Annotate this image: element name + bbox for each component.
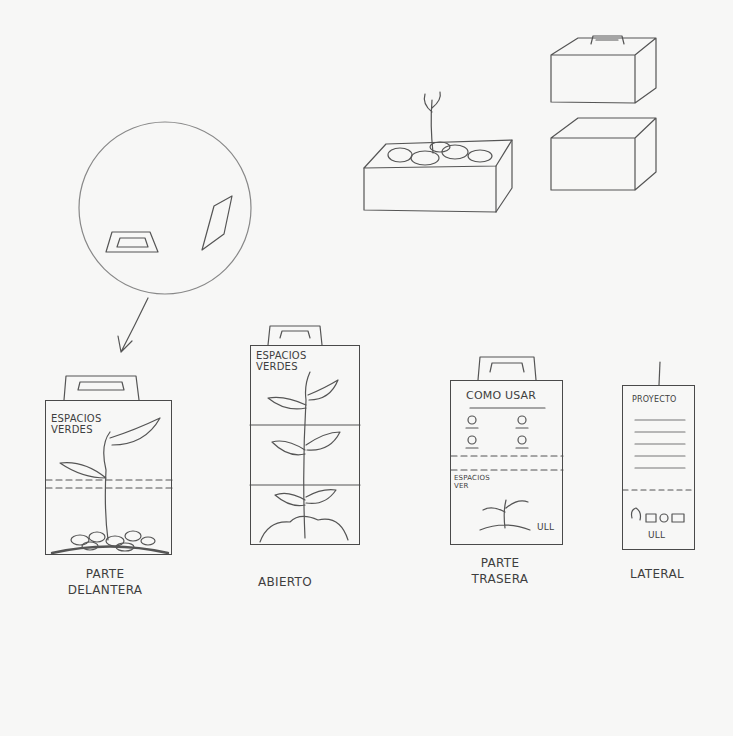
pointer-arrow	[118, 298, 148, 352]
logo-text: ULL	[537, 523, 563, 533]
back-panel-art	[451, 357, 563, 530]
brand-title: ESPACIOS VERDES	[256, 350, 328, 372]
planter-box	[364, 92, 512, 212]
view-caption: PARTE TRASERA	[455, 555, 545, 587]
handle-detail	[106, 232, 158, 252]
view-caption: LATERAL	[612, 566, 702, 582]
view-caption: ABIERTO	[245, 574, 325, 590]
open-view-art	[250, 326, 360, 542]
project-heading: PROYECTO	[632, 396, 694, 405]
stacked-boxes	[551, 36, 656, 190]
back-panel: COMO USAR ESPACIOS VER ULL	[450, 380, 563, 545]
logo-text: ULL	[648, 531, 676, 541]
instructions-heading: COMO USAR	[466, 390, 558, 402]
detail-circle	[79, 122, 251, 294]
front-panel: ESPACIOS VERDES	[45, 400, 172, 555]
view-caption: PARTE DELANTERA	[55, 566, 155, 598]
side-panel: PROYECTO ULL	[622, 385, 695, 550]
front-panel-art	[46, 376, 172, 553]
lateral-art	[623, 362, 695, 522]
brand-small: ESPACIOS VER	[454, 475, 496, 490]
open-view: ESPACIOS VERDES	[250, 345, 360, 545]
leaf-detail	[202, 196, 232, 250]
brand-title: ESPACIOS VERDES	[51, 413, 123, 435]
